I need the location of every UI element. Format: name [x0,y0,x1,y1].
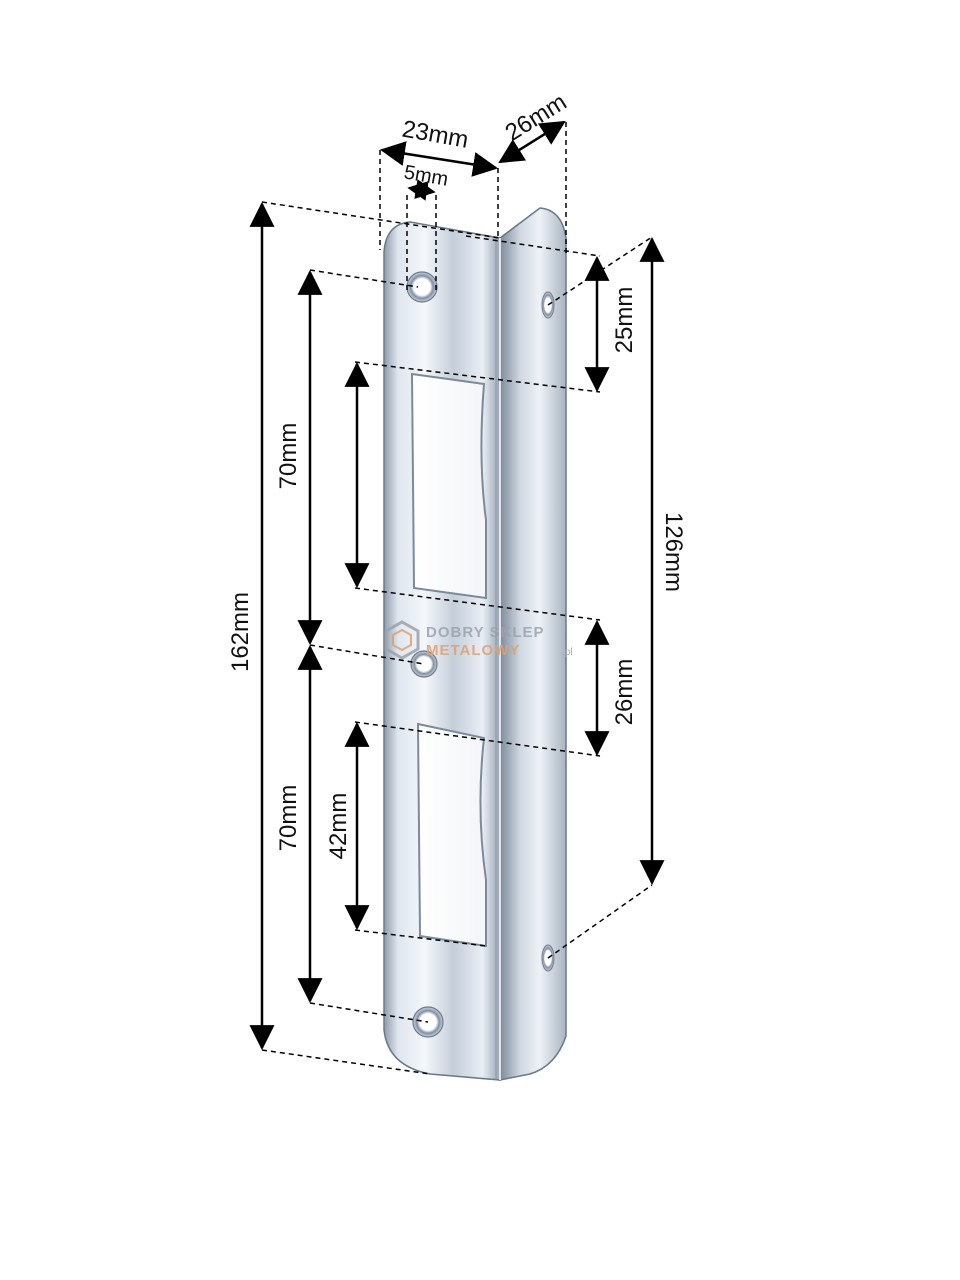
middle-screw-hole [410,650,438,678]
label-26mm-gap: 26mm [611,659,638,726]
label-25mm: 25mm [611,287,638,354]
label-70mm-upper: 70mm [275,423,302,490]
watermark-suffix: .pl [562,647,573,658]
watermark: DOBRY SKLEP METALOWY .pl [384,620,573,660]
upper-latch-slot [410,372,487,600]
watermark-line-1: DOBRY SKLEP [426,624,545,641]
strike-plate [383,207,567,1081]
label-126mm: 126mm [660,512,687,592]
label-42mm: 42mm [325,793,352,860]
label-23mm: 23mm [400,116,470,154]
dim-line-23 [379,141,499,177]
watermark-logo-icon [384,620,420,660]
watermark-line-2: METALOWY [426,642,520,659]
dim-line-26-flange [498,120,566,164]
dimension-lines [249,120,665,1051]
side-flange [499,207,567,1081]
label-162mm: 162mm [227,592,254,672]
label-5mm: 5mm [402,161,450,190]
label-70mm-lower: 70mm [275,785,302,852]
lower-bolt-slot [416,722,487,948]
extension-lines [261,122,653,1075]
dim-line-5 [407,179,436,201]
top-screw-hole [406,271,438,303]
